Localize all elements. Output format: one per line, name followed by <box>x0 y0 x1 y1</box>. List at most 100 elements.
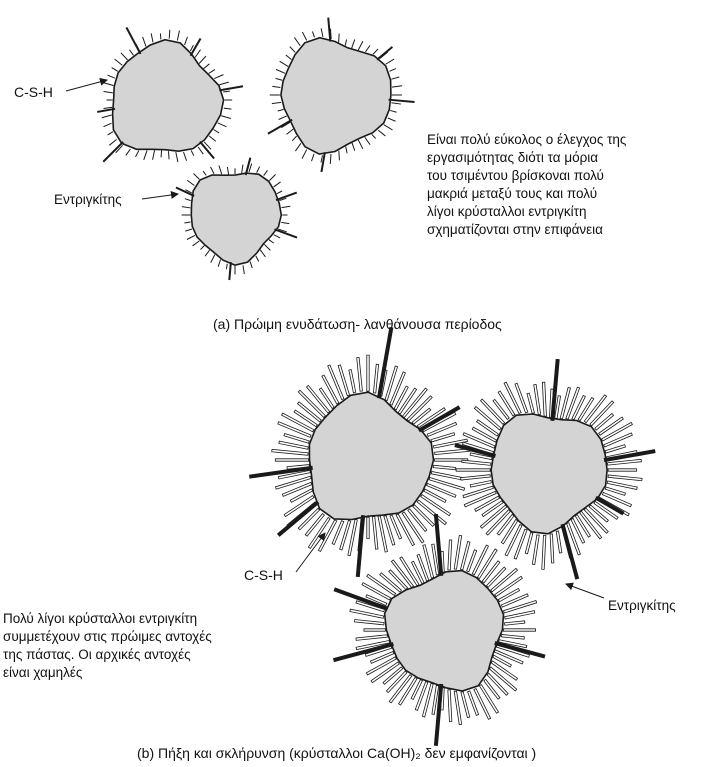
description-a: Είναι πολύ εύκολος ο έλεγχος της εργασιμ… <box>427 131 689 239</box>
csh-needle <box>108 75 115 78</box>
description-a-line: εργασιμότητας διότι τα μόρια <box>427 149 689 167</box>
csh-needle <box>367 517 369 539</box>
csh-needle <box>357 357 363 391</box>
csh-needle <box>276 78 283 80</box>
csh-needle <box>151 33 153 42</box>
csh-needle <box>275 459 308 461</box>
csh-needle <box>482 561 500 583</box>
csh-needle <box>153 150 155 160</box>
csh-needle <box>378 130 385 136</box>
csh-needle <box>527 393 534 413</box>
caption-a: (a) Πρώιμη ενυδάτωση- λανθάνουσα περίοδο… <box>213 315 502 333</box>
csh-needle <box>321 28 323 37</box>
csh-needle <box>487 567 506 587</box>
ettringite-rod <box>200 142 214 159</box>
csh-needle <box>386 59 394 64</box>
csh-needle <box>264 170 268 175</box>
ettringite-rod <box>229 262 231 280</box>
csh-needle <box>391 103 401 104</box>
csh-needle <box>143 37 146 47</box>
ettringite-label-b: Εντριγκίτης <box>608 597 676 615</box>
csh-needle <box>211 167 215 174</box>
csh-needle <box>391 77 399 79</box>
csh-needle <box>330 154 331 164</box>
particle-body <box>191 173 281 265</box>
csh-needle <box>198 147 203 154</box>
description-a-line: σχηματίζονται στην επιφάνεια <box>427 221 689 239</box>
panel-b-particles <box>249 327 655 745</box>
csh-needle <box>104 107 113 108</box>
csh-needle <box>136 150 139 156</box>
csh-needle <box>224 108 232 109</box>
csh-needle <box>534 384 541 414</box>
csh-needle <box>199 56 206 63</box>
csh-needle <box>201 246 205 250</box>
csh-needle <box>256 256 259 262</box>
csh-needle <box>482 501 503 517</box>
csh-needle <box>276 69 285 73</box>
csh-needle <box>525 533 533 554</box>
csh-needle <box>487 673 508 695</box>
csh-needle <box>272 102 281 103</box>
csh-needle <box>383 667 403 684</box>
csh-needle <box>279 441 308 449</box>
cement-particle <box>333 514 544 746</box>
ettringite-rod <box>358 515 363 577</box>
csh-needle <box>209 70 215 74</box>
csh-needle <box>352 39 355 48</box>
csh-needle <box>556 531 562 553</box>
csh-needle <box>281 206 290 207</box>
csh-needle <box>115 59 123 65</box>
csh-needle <box>365 137 370 144</box>
csh-needle <box>264 244 270 250</box>
csh-needle <box>257 167 260 173</box>
csh-needle <box>339 34 340 43</box>
csh-needle <box>456 469 490 471</box>
csh-needle <box>408 509 427 532</box>
csh-needle <box>542 535 546 569</box>
csh-needle <box>355 620 385 625</box>
csh-needle <box>290 47 295 53</box>
csh-needle <box>373 49 378 54</box>
csh-needle <box>358 140 363 149</box>
particle-body <box>385 571 504 691</box>
ettringite-arrow-b <box>566 584 604 598</box>
csh-needle <box>169 151 170 159</box>
description-b-line: συμμετέχουν στις πρώιμες αντοχές <box>3 628 293 646</box>
csh-needle <box>183 152 186 161</box>
csh-needle <box>274 182 281 187</box>
caption-b: (b) Πήξη και σκλήρυνση (κρύσταλλοι Ca(OH… <box>137 744 536 762</box>
description-a-line: Είναι πολύ εύκολος ο έλεγχος της <box>427 131 689 149</box>
csh-needle <box>542 382 546 416</box>
particle-body <box>113 40 224 152</box>
csh-needle <box>372 134 376 138</box>
csh-needle <box>218 259 220 266</box>
csh-needle <box>413 505 435 527</box>
csh-needle <box>497 514 514 535</box>
csh-needle <box>250 262 252 269</box>
ettringite-rod <box>377 47 392 60</box>
csh-needle <box>599 417 624 435</box>
csh-needle <box>126 149 131 155</box>
ettringite-rod <box>126 27 140 53</box>
csh-needle <box>144 150 147 159</box>
csh-needle <box>219 82 228 85</box>
csh-needle <box>269 240 274 244</box>
csh-needle <box>260 250 265 257</box>
csh-needle <box>356 635 387 641</box>
panel-a-particles <box>97 18 414 280</box>
ettringite-rod <box>389 100 415 102</box>
csh-needle <box>218 123 227 127</box>
csh-needle <box>364 629 385 631</box>
description-a-line: λίγοι κρύσταλλοι εντριγκίτη <box>427 203 689 221</box>
csh-needle <box>305 514 324 537</box>
csh-needle <box>104 83 114 86</box>
csh-label-a: C-S-H <box>14 83 53 101</box>
csh-needle <box>269 174 275 180</box>
csh-needle <box>349 370 356 393</box>
csh-needle <box>280 61 288 66</box>
csh-needle <box>121 53 128 60</box>
cement-particle <box>455 359 655 579</box>
csh-needle <box>194 174 200 180</box>
csh-needle <box>272 86 280 87</box>
